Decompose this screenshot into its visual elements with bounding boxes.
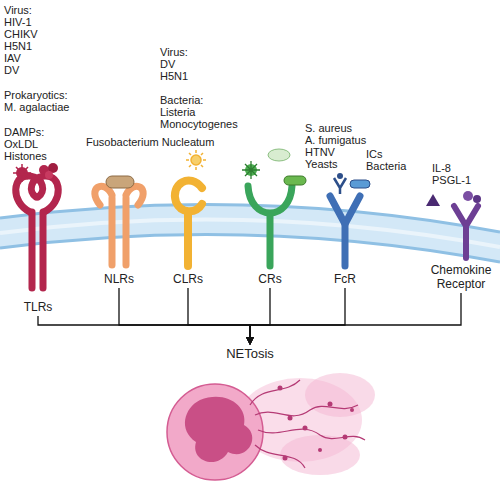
stimulus-label: OxLDL <box>4 138 38 150</box>
stimulus-label: Bacteria <box>366 160 406 172</box>
chemokine-icons <box>426 191 481 206</box>
stimulus-label: M. agalactiae <box>4 101 69 113</box>
node-text: TLRs <box>16 300 60 314</box>
stimulus-label: H5N1 <box>4 40 32 52</box>
outcome-label: NETosis <box>218 346 282 362</box>
tlr-receptor <box>16 176 59 288</box>
stimulus-label: S. aureus <box>305 122 352 134</box>
bacterium-icon <box>106 176 134 188</box>
stimulus-label: Yeasts <box>305 158 338 170</box>
stimulus-label: DAMPs: <box>4 126 44 138</box>
stimulus-label: Virus: <box>4 4 32 16</box>
node-text: NLRs <box>97 272 141 286</box>
cr-ligand-icons <box>242 149 306 185</box>
stimulus-label: Histones <box>4 150 47 162</box>
receptor-label: FcR <box>323 272 367 286</box>
stimulus-label: HTNV <box>305 146 335 158</box>
chemokine-receptor <box>454 206 478 258</box>
tlr-ligand-icons <box>13 163 58 182</box>
converging-arrow <box>119 288 250 344</box>
stimulus-label: CHIKV <box>4 28 38 40</box>
netosis-cell <box>167 373 375 480</box>
stimulus-label: Prokaryotics: <box>4 89 68 101</box>
stimulus-label: DV <box>160 58 175 70</box>
converging-arrow <box>38 316 250 344</box>
receptor-label: CLRs <box>166 272 210 286</box>
converging-arrow <box>250 288 345 344</box>
stimulus-label: Fusobacterium Nucleatum <box>86 136 214 148</box>
membrane-core <box>0 219 500 247</box>
receptor-label: CRs <box>248 272 292 286</box>
node-text: FcR <box>323 272 367 286</box>
converging-arrow <box>188 288 250 344</box>
stimulus-label: IL-8 <box>432 162 451 174</box>
node-text: NETosis <box>218 346 282 362</box>
converging-arrow <box>250 293 461 344</box>
receptor-label: Chemokine Receptor <box>424 263 498 291</box>
node-text: Chemokine Receptor <box>424 263 498 291</box>
stimulus-label: Virus: <box>160 46 188 58</box>
node-text: CLRs <box>166 272 210 286</box>
stimulus-label: Listeria <box>160 106 195 118</box>
membrane <box>0 204 500 262</box>
stimulus-label: PSGL-1 <box>432 174 471 186</box>
receptor-label: TLRs <box>16 300 60 314</box>
converging-arrow <box>250 288 270 344</box>
clr-receptor <box>175 181 202 266</box>
sun-icon <box>186 150 206 170</box>
stimulus-label: H5N1 <box>160 70 188 82</box>
nlr-receptor <box>95 186 143 265</box>
stimulus-label: DV <box>4 64 19 76</box>
stimulus-label: IAV <box>4 52 21 64</box>
membrane-edge <box>0 234 500 262</box>
immune-complex-icons <box>334 173 370 194</box>
stimulus-label: A. fumigatus <box>305 134 366 146</box>
stimulus-label: ICs <box>366 148 383 160</box>
stimulus-label: Bacteria: <box>160 94 203 106</box>
stimulus-label: HIV-1 <box>4 16 32 28</box>
fcr-receptor <box>330 196 360 266</box>
cr-receptor <box>248 186 292 266</box>
stimulus-label: Monocytogenes <box>160 118 238 130</box>
receptor-label: NLRs <box>97 272 141 286</box>
node-text: CRs <box>248 272 292 286</box>
